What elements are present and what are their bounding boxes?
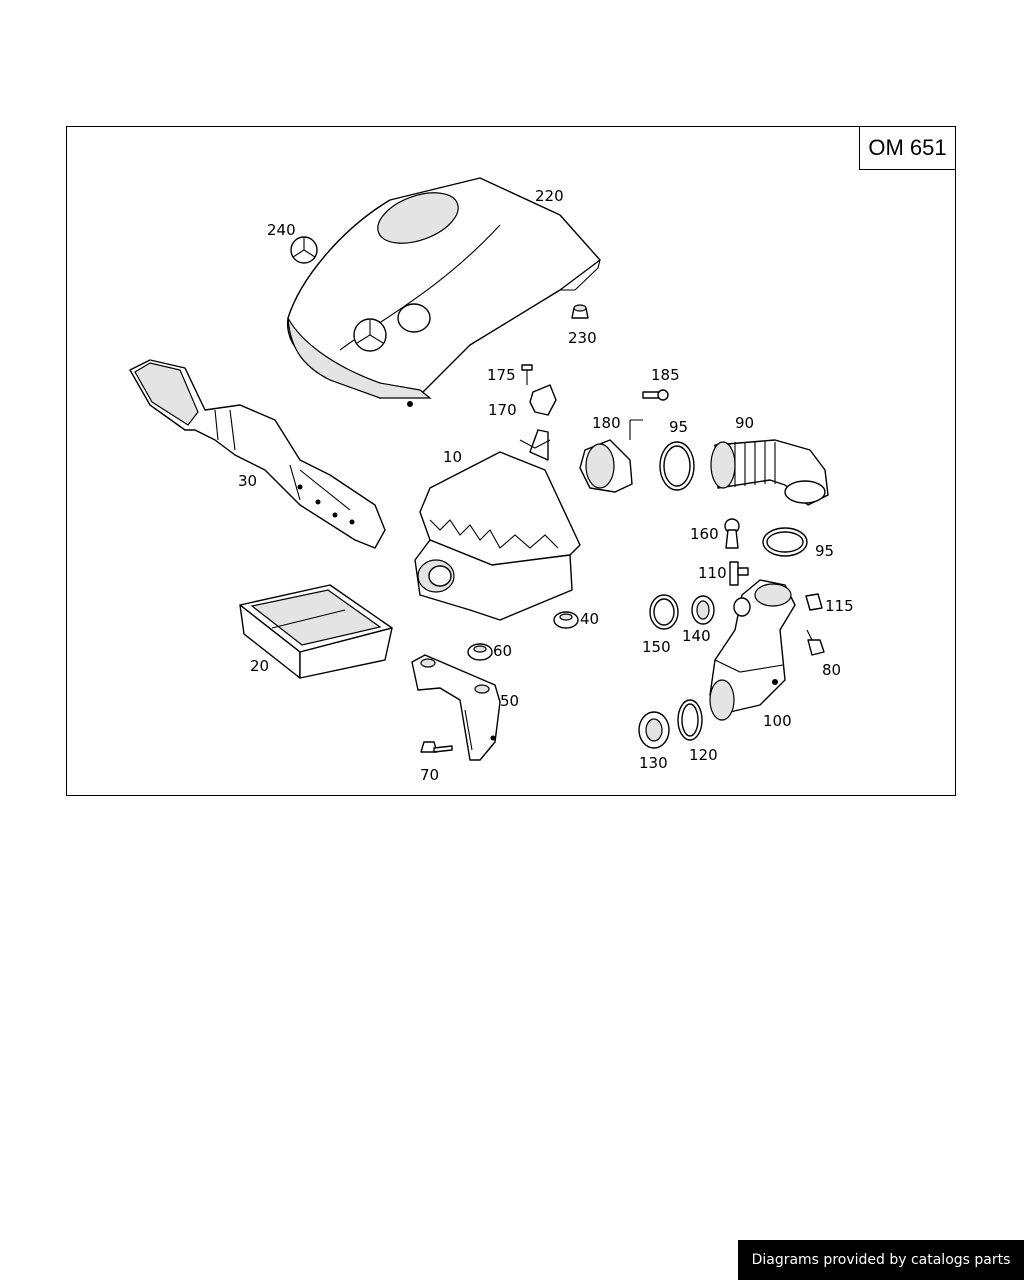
part-100-intake-pipe[interactable] [709, 579, 796, 721]
part-95-clamp-upper[interactable] [659, 441, 695, 491]
label-20: 20 [250, 657, 269, 675]
label-160: 160 [690, 525, 719, 543]
part-130-seal[interactable] [638, 711, 670, 749]
label-95-lower: 95 [815, 542, 834, 560]
label-230: 230 [568, 329, 597, 347]
label-90: 90 [735, 414, 754, 432]
part-120-clamp[interactable] [677, 699, 703, 741]
part-180-air-mass-meter[interactable] [579, 419, 643, 493]
label-150: 150 [642, 638, 671, 656]
part-50-bracket[interactable] [411, 654, 501, 761]
part-80-bolt[interactable] [806, 629, 825, 656]
label-180: 180 [592, 414, 621, 432]
part-10-air-filter-housing[interactable] [414, 429, 581, 621]
label-130: 130 [639, 754, 668, 772]
part-110-fitting[interactable] [729, 561, 749, 586]
label-140: 140 [682, 627, 711, 645]
label-40: 40 [580, 610, 599, 628]
label-100: 100 [763, 712, 792, 730]
part-175-screw[interactable] [521, 364, 533, 385]
label-50: 50 [500, 692, 519, 710]
part-230-grommet[interactable] [571, 304, 589, 319]
label-120: 120 [689, 746, 718, 764]
part-240-star-emblem[interactable] [290, 236, 318, 264]
label-10: 10 [443, 448, 462, 466]
label-240: 240 [267, 221, 296, 239]
label-220: 220 [535, 187, 564, 205]
part-185-bolt[interactable] [642, 389, 669, 401]
part-150-clamp[interactable] [649, 594, 679, 630]
label-60: 60 [493, 642, 512, 660]
label-95-upper: 95 [669, 418, 688, 436]
label-110: 110 [698, 564, 727, 582]
part-160-connector[interactable] [724, 518, 740, 549]
label-170: 170 [488, 401, 517, 419]
part-140-seal[interactable] [691, 595, 715, 625]
label-115: 115 [825, 597, 854, 615]
part-40-rubber-mount[interactable] [553, 611, 579, 629]
part-220-engine-cover[interactable] [286, 177, 601, 407]
label-175: 175 [487, 366, 516, 384]
part-90-bellows-hose[interactable] [710, 439, 829, 506]
label-70: 70 [420, 766, 439, 784]
part-115-clip[interactable] [805, 593, 823, 611]
label-80: 80 [822, 661, 841, 679]
credit-banner[interactable]: Diagrams provided by catalogs parts [738, 1240, 1024, 1280]
part-60-rubber-mount[interactable] [467, 643, 493, 661]
part-170-sensor[interactable] [529, 384, 557, 416]
part-20-air-filter-element[interactable] [239, 584, 393, 679]
label-30: 30 [238, 472, 257, 490]
label-185: 185 [651, 366, 680, 384]
part-95-clamp-lower[interactable] [762, 527, 808, 557]
engine-model-label: OM 651 [859, 126, 956, 170]
part-labels: 220 240 230 175 185 170 180 95 90 10 30 … [238, 187, 854, 784]
part-30-intake-duct[interactable] [129, 359, 386, 549]
part-70-bolt[interactable] [420, 741, 453, 753]
